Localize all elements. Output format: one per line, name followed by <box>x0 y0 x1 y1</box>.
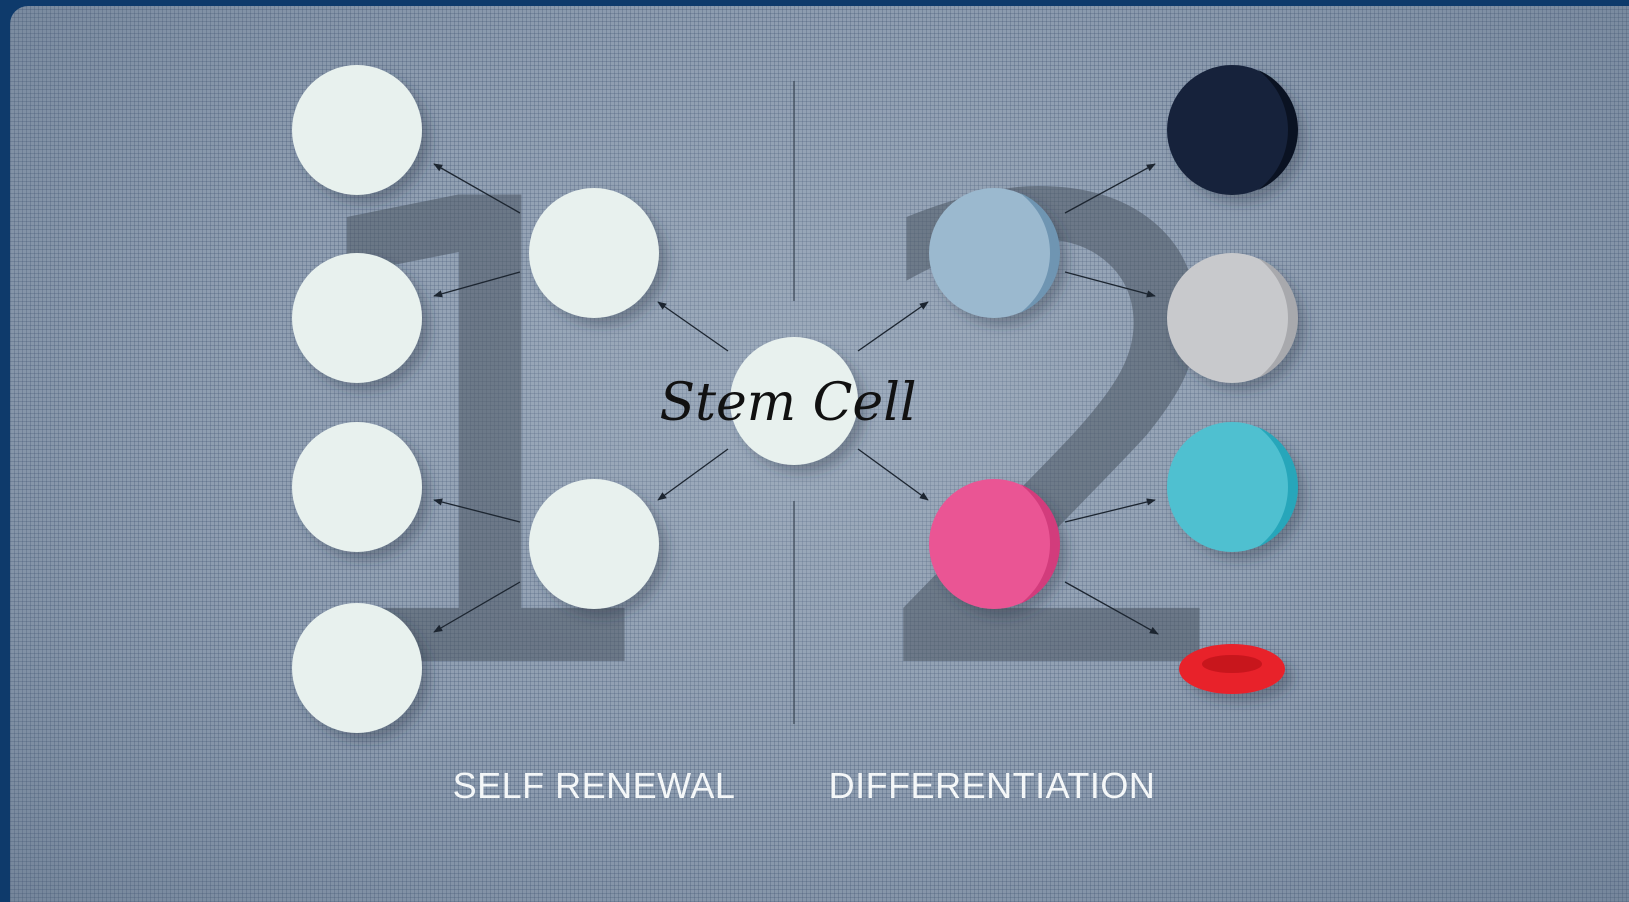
red-blood-cell <box>1179 644 1285 694</box>
stem-cell-label: Stem Cell <box>660 373 917 433</box>
self-renewal-label: SELF RENEWAL <box>453 765 736 806</box>
renewal-cell <box>529 479 659 609</box>
arrows <box>433 163 1159 635</box>
renewal-cell <box>292 422 422 552</box>
diagram-canvas: 1 2 <box>10 6 1629 902</box>
stem-cell-diagram: 1 2 <box>276 65 1299 812</box>
differentiated-cell-navy <box>1167 65 1297 195</box>
progenitor-cells <box>929 188 1060 609</box>
stem-cell <box>730 337 858 465</box>
differentiation-label: DIFFERENTIATION <box>829 765 1156 806</box>
renewal-cell <box>292 603 422 733</box>
renewal-cells-inner <box>529 188 659 609</box>
renewal-cell <box>292 65 422 195</box>
renewal-cells-outer <box>292 65 422 733</box>
differentiated-cell-grey <box>1167 253 1297 383</box>
renewal-cell <box>529 188 659 318</box>
renewal-cell <box>292 253 422 383</box>
differentiated-cells <box>1167 65 1299 694</box>
progenitor-cell-pink <box>929 479 1059 609</box>
progenitor-cell-blue <box>929 188 1059 318</box>
differentiated-cell-teal <box>1167 422 1297 552</box>
